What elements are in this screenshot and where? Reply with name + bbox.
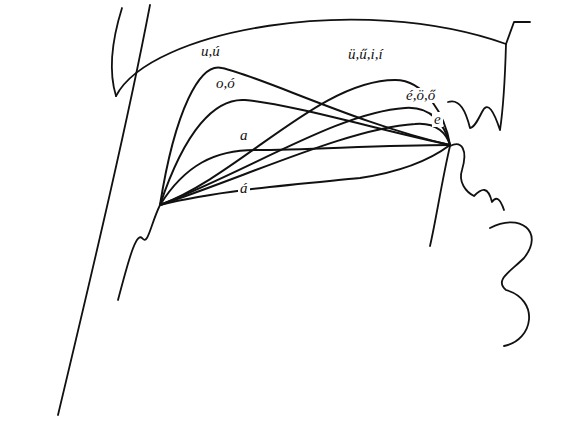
vowel-label: a [238, 128, 250, 143]
nose-line [506, 22, 530, 44]
lower-incisor [450, 144, 504, 210]
upper-teeth [448, 44, 506, 130]
tongue-curve [160, 67, 450, 205]
lower-teeth [430, 146, 450, 246]
vowel-label: á [238, 181, 250, 196]
tongue-curve [160, 100, 450, 205]
vowel-label: e [432, 112, 443, 127]
vowel-label: o,ó [214, 76, 237, 91]
palate-line [116, 20, 506, 96]
vowel-label: é,ö,ő [404, 88, 437, 103]
tongue-curve [160, 145, 450, 205]
tongue-curve [160, 108, 450, 205]
pharynx-wall [58, 5, 150, 415]
tongue-curve [160, 124, 450, 205]
lower-lip [490, 222, 532, 346]
vowel-label: ü,ű,i,í [346, 47, 385, 62]
tongue-curve [160, 80, 450, 205]
velum-line [112, 8, 122, 96]
epiglottis [118, 205, 160, 300]
tongue-curve [160, 145, 450, 205]
vowel-label: u,ú [199, 44, 222, 59]
